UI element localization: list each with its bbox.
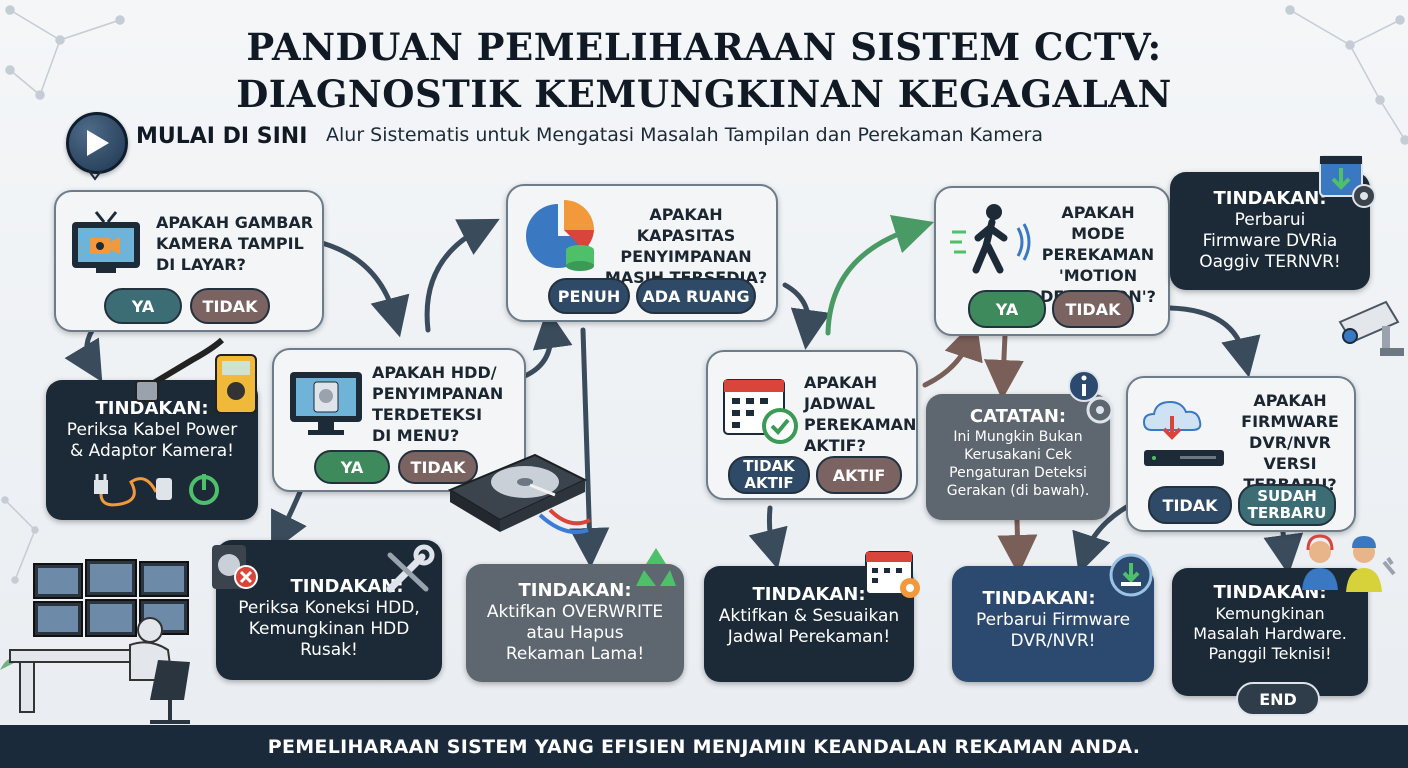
end-button[interactable]: END <box>1236 682 1320 716</box>
full-button[interactable]: PENUH <box>548 278 630 314</box>
action-title: TINDAKAN: <box>1213 582 1327 603</box>
arrow-q2-to-q3 <box>424 218 500 333</box>
action-title: TINDAKAN: <box>982 588 1096 609</box>
arrow-q2-yes <box>271 489 307 553</box>
firmware-download-icon <box>1319 155 1376 208</box>
operator-desk-illustration <box>0 559 190 724</box>
technician-icon <box>1302 534 1396 592</box>
yes-button[interactable]: YA <box>968 290 1046 328</box>
title-line-2: DIAGNOSTIK KEMUNGKINAN KEGAGALAN <box>236 72 1172 116</box>
calendar-check-icon <box>723 379 798 444</box>
arrow-q4-inactive <box>748 505 788 570</box>
no-button[interactable]: TIDAK <box>1148 486 1232 524</box>
active-button[interactable]: AKTIF <box>816 456 902 494</box>
arrow-q5-yes <box>983 332 1024 400</box>
start-pointer-icon <box>88 170 102 181</box>
page-title: PANDUAN PEMELIHARAAN SISTEM CCTV: DIAGNO… <box>0 24 1408 118</box>
no-button[interactable]: TIDAK <box>190 288 270 324</box>
action-title: TINDAKAN: <box>518 580 632 601</box>
no-button[interactable]: TIDAK <box>1052 290 1134 328</box>
cable-multimeter-icon <box>135 337 257 414</box>
subtitle: Alur Sistematis untuk Mengatasi Masalah … <box>326 124 1043 146</box>
arrow-q1-to-q2 <box>319 240 410 338</box>
note-title: CATATAN: <box>969 406 1067 427</box>
action-card-check-hdd: TINDAKAN: Periksa Koneksi HDD,Kemungkina… <box>216 540 442 680</box>
action-title: TINDAKAN: <box>752 584 866 605</box>
action-title: TINDAKAN: <box>290 576 404 597</box>
title-line-1: PANDUAN PEMELIHARAAN SISTEM CCTV: <box>246 25 1162 69</box>
arrow-q4-active <box>922 319 983 388</box>
play-icon <box>66 112 128 174</box>
broken-hdd-icon <box>212 545 258 589</box>
yes-button[interactable]: YA <box>104 288 182 324</box>
hard-drive-icon <box>447 453 591 535</box>
arrow-note-down <box>997 517 1038 575</box>
action-title: TINDAKAN: <box>95 398 209 419</box>
walking-person-icon <box>950 204 1031 274</box>
cctv-camera-icon <box>1338 300 1404 356</box>
recycle-icon <box>636 548 676 586</box>
footer-banner: PEMELIHARAAN SISTEM YANG EFISIEN MENJAMI… <box>0 725 1408 768</box>
cloud-dvr-icon <box>1142 400 1224 466</box>
tv-camera-icon <box>72 211 140 273</box>
action-text: Periksa Kabel Power& Adaptor Kamera! <box>66 420 238 461</box>
arrow-q3-space <box>782 282 831 350</box>
calendar-gear-icon <box>865 551 920 598</box>
arrow-q4-to-q5 <box>825 215 935 336</box>
power-cable-icon <box>94 474 219 507</box>
pie-database-icon <box>526 200 594 271</box>
arrow-q5-no <box>1167 305 1261 378</box>
download-update-icon <box>1109 553 1153 597</box>
wrench-icon <box>386 544 435 593</box>
yes-button[interactable]: YA <box>314 450 390 484</box>
no-button[interactable]: TIDAK <box>398 450 478 484</box>
start-label: MULAI DI SINI <box>136 124 308 149</box>
has-space-button[interactable]: ADA RUANG <box>636 278 756 314</box>
monitor-hdd-icon <box>290 372 362 435</box>
action-title: TINDAKAN: <box>1213 188 1327 209</box>
info-gear-icon <box>1068 370 1114 424</box>
